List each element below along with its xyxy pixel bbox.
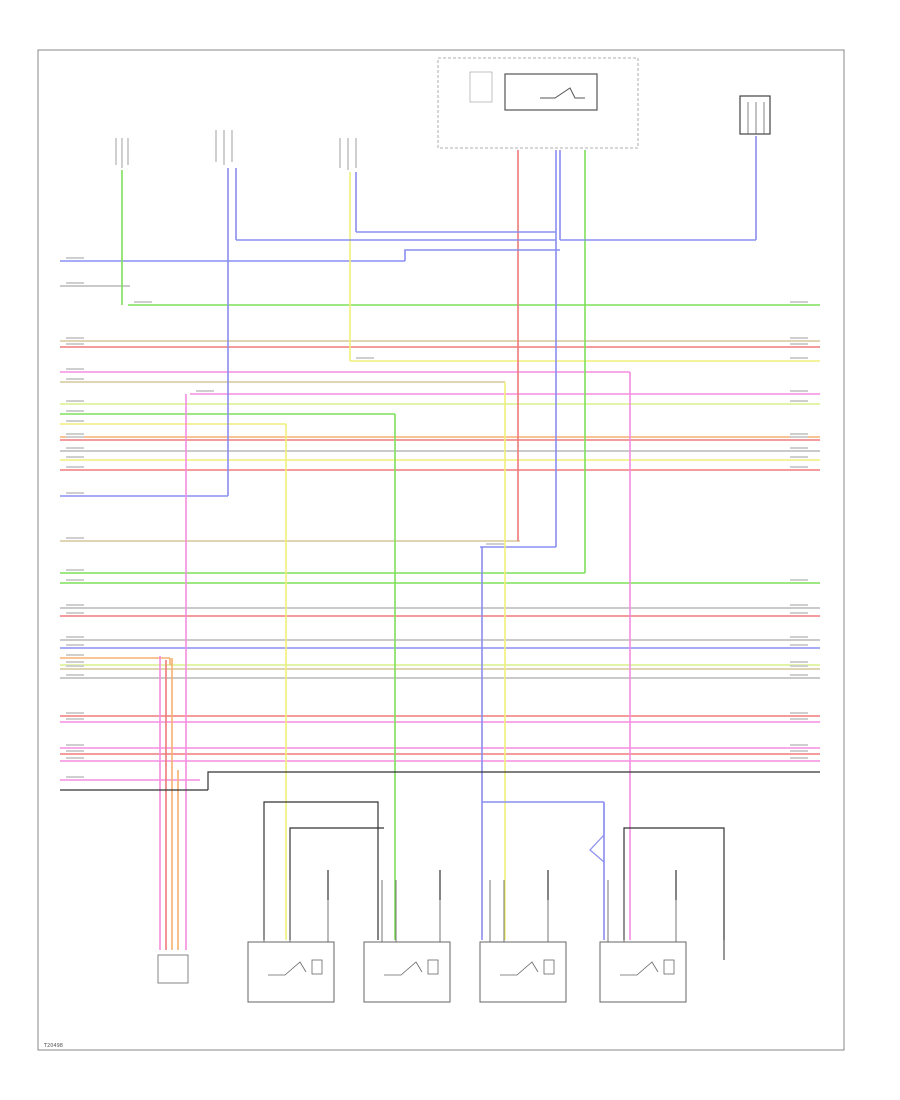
label-tick [66,604,84,606]
module-symbols [268,959,675,976]
label-tick [66,257,84,259]
label-tick [66,744,84,746]
label-tick [66,400,84,402]
label-tick [790,636,808,638]
label-tick [790,357,808,359]
label-tick [66,718,84,720]
label-tick [790,712,808,714]
label-tick [66,456,84,458]
wire-blue [589,802,605,863]
label-tick [66,612,84,614]
component-boxes [157,941,687,1003]
module-box-3 [479,941,567,1003]
label-tick [66,410,84,412]
label-tick [66,750,84,752]
label-tick [134,301,152,303]
label-tick [66,757,84,759]
label-tick [790,433,808,435]
relay-inner-box [504,73,598,111]
label-tick [790,343,808,345]
sensor-box-top-right [739,95,771,135]
label-tick [66,368,84,370]
label-tick [66,466,84,468]
diagram-border [37,49,845,1051]
label-tick [790,466,808,468]
figure-id: T20498 [44,1043,63,1049]
label-tick [790,390,808,392]
label-tick [66,420,84,422]
module-box-2 [363,941,451,1003]
vertical-wires [121,136,757,950]
label-tick [790,579,808,581]
label-tick [66,579,84,581]
label-tick [66,282,84,284]
module-pin-leads [263,870,725,960]
label-tick [790,337,808,339]
label-tick [66,337,84,339]
module-box-1 [247,941,335,1003]
relay-box [437,57,639,149]
relay-coil-box [469,71,493,103]
module-box-4 [599,941,687,1003]
label-tick [66,378,84,380]
label-tick [486,543,504,545]
label-tick [66,492,84,494]
label-tick [66,433,84,435]
label-tick [790,447,808,449]
relay-switch-symbol [540,87,585,99]
label-tick [66,644,84,646]
label-tick [66,636,84,638]
top-connectors [115,130,357,170]
label-tick [66,661,84,663]
label-tick [790,750,808,752]
label-tick [790,674,808,676]
label-tick [66,343,84,345]
wire-blue [404,249,560,261]
label-tick [66,776,84,778]
label-tick [790,644,808,646]
label-tick [790,612,808,614]
label-tick [66,712,84,714]
label-tick [790,665,808,667]
label-tick [66,537,84,539]
label-tick [66,674,84,676]
label-tick [790,456,808,458]
label-tick [790,661,808,663]
label-tick [66,654,84,656]
label-tick [196,390,214,392]
label-tick [66,436,84,438]
label-tick [790,604,808,606]
horizontal-wires [60,260,820,781]
label-tick [66,665,84,667]
label-tick [66,447,84,449]
sensor-box-left [157,954,189,984]
label-tick [356,357,374,359]
wire-label-ticks [66,257,808,778]
label-tick [790,301,808,303]
label-tick [790,744,808,746]
label-tick [790,436,808,438]
label-tick [790,400,808,402]
label-tick [790,757,808,759]
label-tick [790,718,808,720]
label-tick [66,569,84,571]
